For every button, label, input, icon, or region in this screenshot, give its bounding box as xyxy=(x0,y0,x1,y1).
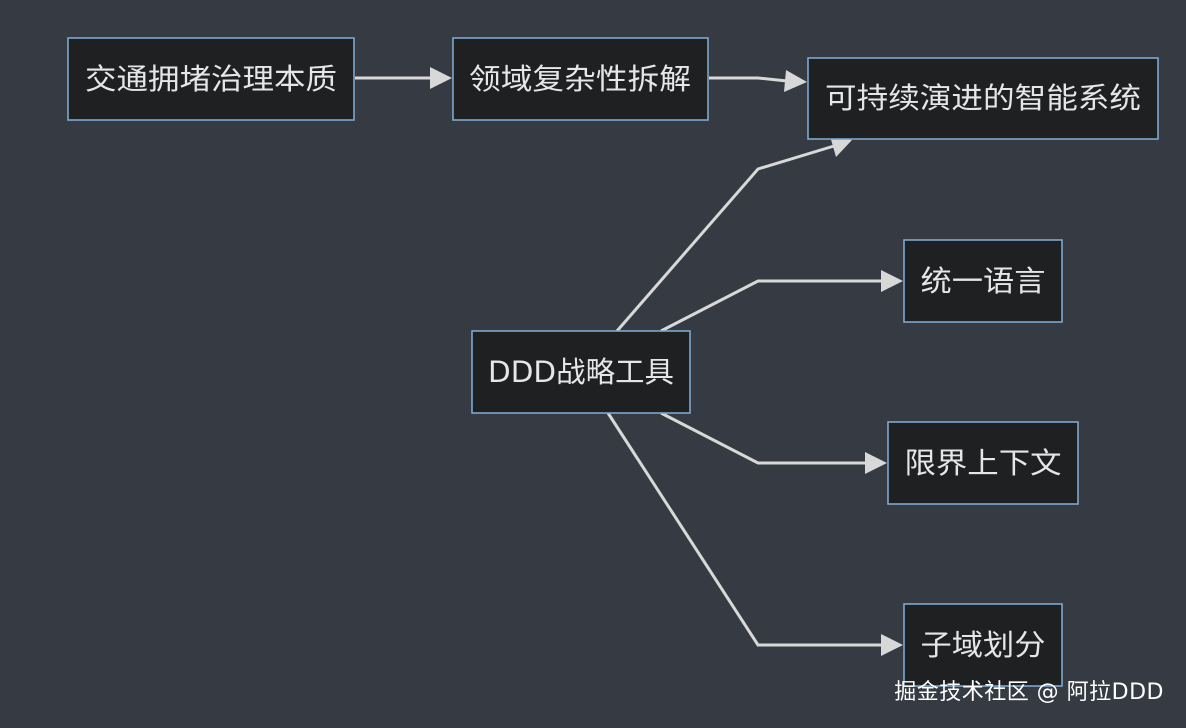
arrowhead-icon xyxy=(865,452,887,474)
edge-ddd-to-subdomain xyxy=(606,412,882,647)
node-label: DDD战略工具 xyxy=(488,355,674,389)
edge-ddd-to-context xyxy=(660,411,866,465)
arrowhead-icon xyxy=(430,67,452,89)
node-traffic-essence: 交通拥堵治理本质 xyxy=(67,37,355,121)
node-label: 子域划分 xyxy=(921,628,1046,662)
node-label: 限界上下文 xyxy=(905,446,1062,480)
node-ubiquitous-language: 统一语言 xyxy=(903,239,1063,323)
node-label: 统一语言 xyxy=(921,264,1046,298)
node-ddd-tools: DDD战略工具 xyxy=(471,330,691,414)
edges xyxy=(355,67,903,656)
watermark: 掘金技术社区 @ 阿拉DDD xyxy=(894,680,1164,705)
edge-ddd-to-language xyxy=(660,279,882,333)
node-subdomain: 子域划分 xyxy=(903,603,1063,687)
node-domain-decompose: 领域复杂性拆解 xyxy=(452,37,709,121)
node-bounded-context: 限界上下文 xyxy=(887,421,1079,505)
arrowhead-icon xyxy=(881,634,903,656)
node-label: 领域复杂性拆解 xyxy=(469,62,691,96)
edge-decompose-to-system xyxy=(709,76,788,83)
node-label: 可持续演进的智能系统 xyxy=(825,81,1141,115)
arrowhead-icon xyxy=(784,70,807,92)
node-evolving-system: 可持续演进的智能系统 xyxy=(807,57,1159,140)
arrowhead-icon xyxy=(830,136,852,157)
edge-ddd-to-system xyxy=(615,144,835,332)
arrowhead-icon xyxy=(881,270,903,292)
node-label: 交通拥堵治理本质 xyxy=(85,62,337,96)
